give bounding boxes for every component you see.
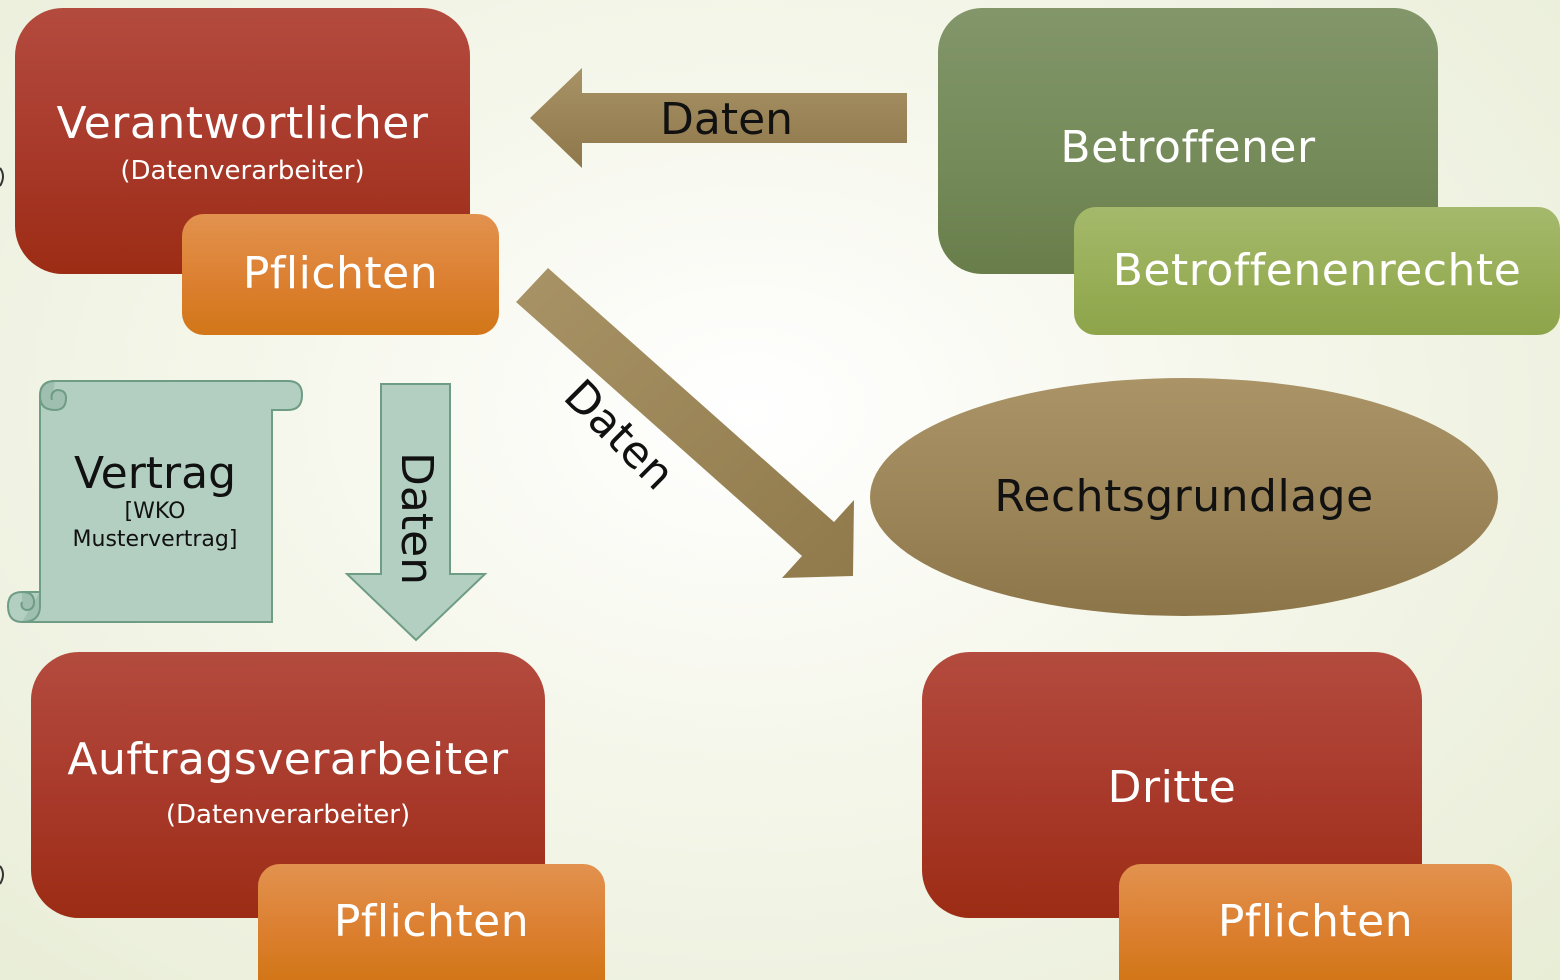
contract-scroll-icon (6, 380, 304, 623)
arrow-subject-to-controller (530, 68, 907, 168)
legal-basis-label: Rechtsgrundlage (994, 470, 1374, 522)
controller-duties-label: Pflichten (242, 248, 439, 300)
third-party-title: Dritte (1107, 762, 1237, 813)
data-subject-title: Betroffener (1060, 122, 1316, 173)
contract: Vertrag [WKO Mustervertrag] (50, 448, 260, 553)
arrow-controller-to-third (516, 268, 854, 578)
arrow-label-controller-to-processor: Daten (391, 452, 442, 586)
contract-subtitle-line2: Mustervertrag] (72, 526, 238, 552)
data-subject-rights-box: Betroffenenrechte (1074, 207, 1560, 335)
data-subject-rights-label: Betroffenenrechte (1112, 244, 1522, 296)
third-party-duties-label: Pflichten (1217, 895, 1414, 947)
processor-duties-box: Pflichten (258, 864, 605, 980)
contract-title: Vertrag (73, 448, 237, 499)
legal-basis-ellipse: Rechtsgrundlage (870, 378, 1498, 616)
processor-duties-label: Pflichten (333, 895, 530, 947)
arrow-label-subject-to-controller: Daten (660, 94, 794, 145)
controller-title: Verantwortlicher (56, 98, 429, 149)
controller-duties-box: Pflichten (182, 214, 499, 335)
arrow-controller-to-processor (344, 383, 488, 642)
contract-subtitle-line1: [WKO (124, 499, 186, 525)
third-party-duties-box: Pflichten (1119, 864, 1512, 980)
controller-subtitle: (Datenverarbeiter) (120, 156, 365, 187)
processor-title: Auftragsverarbeiter (67, 734, 509, 785)
processor-subtitle: (Datenverarbeiter) (165, 800, 411, 831)
